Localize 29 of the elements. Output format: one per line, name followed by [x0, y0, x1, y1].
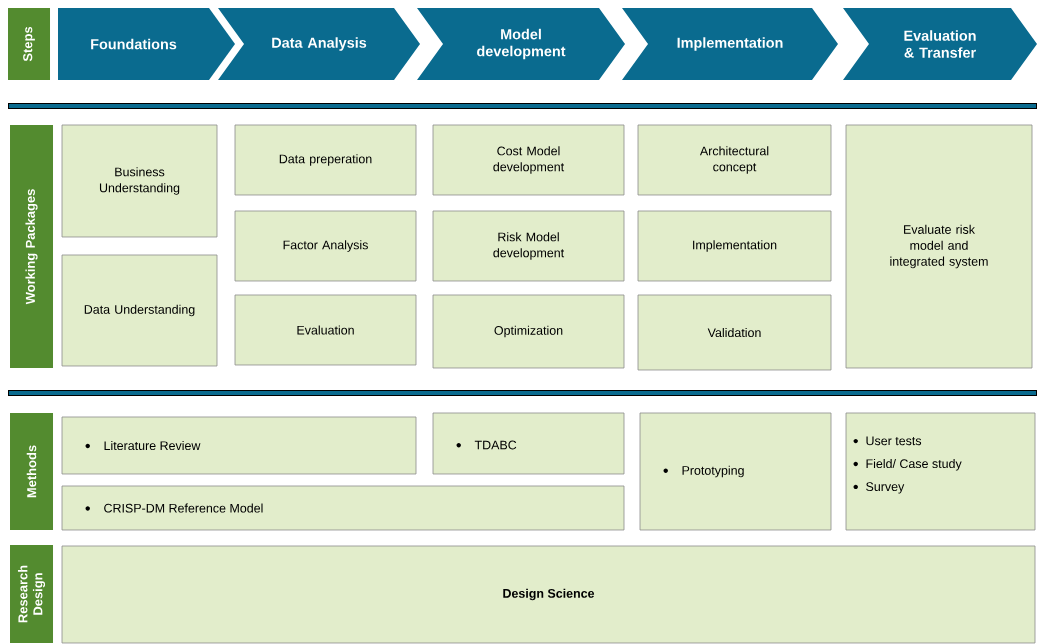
work-box: Data Understanding	[61, 254, 218, 367]
design-box: Design Science	[61, 545, 1036, 644]
work-box: Architectural concept	[637, 124, 832, 196]
side-label: Research Design	[10, 545, 53, 643]
work-box: Evaluation	[234, 294, 417, 366]
work-box: Evaluate risk model and integrated system	[845, 124, 1033, 369]
step-band: Data Analysis	[218, 8, 420, 80]
work-box: Implementation	[637, 210, 832, 282]
method-box: TDABC	[432, 412, 625, 475]
work-box: Optimization	[432, 294, 625, 369]
step-band: Evaluation & Transfer	[843, 8, 1037, 80]
work-box: Validation	[637, 294, 832, 371]
work-box: Business Understanding	[61, 124, 218, 238]
side-label: Steps	[8, 8, 50, 80]
node-label: Foundations	[91, 38, 177, 50]
step-band: Implementation	[622, 8, 838, 80]
method-box: User tests Field/ Case study Survey	[845, 412, 1036, 531]
method-box: CRISP-DM Reference Model	[61, 485, 625, 531]
work-box: Factor Analysis	[234, 210, 417, 282]
method-box: Literature Review	[61, 416, 417, 475]
step-band: Model development	[417, 8, 625, 80]
work-box: Cost Model development	[432, 124, 625, 196]
step-band: Foundations	[58, 8, 235, 80]
node-label: Data Analysis	[272, 37, 367, 51]
work-box: Risk Model development	[432, 210, 625, 282]
method-box: Prototyping	[639, 412, 832, 531]
work-box: Data preperation	[234, 124, 417, 196]
side-label: Methods	[10, 413, 53, 530]
side-label: Working Packages	[10, 125, 53, 368]
